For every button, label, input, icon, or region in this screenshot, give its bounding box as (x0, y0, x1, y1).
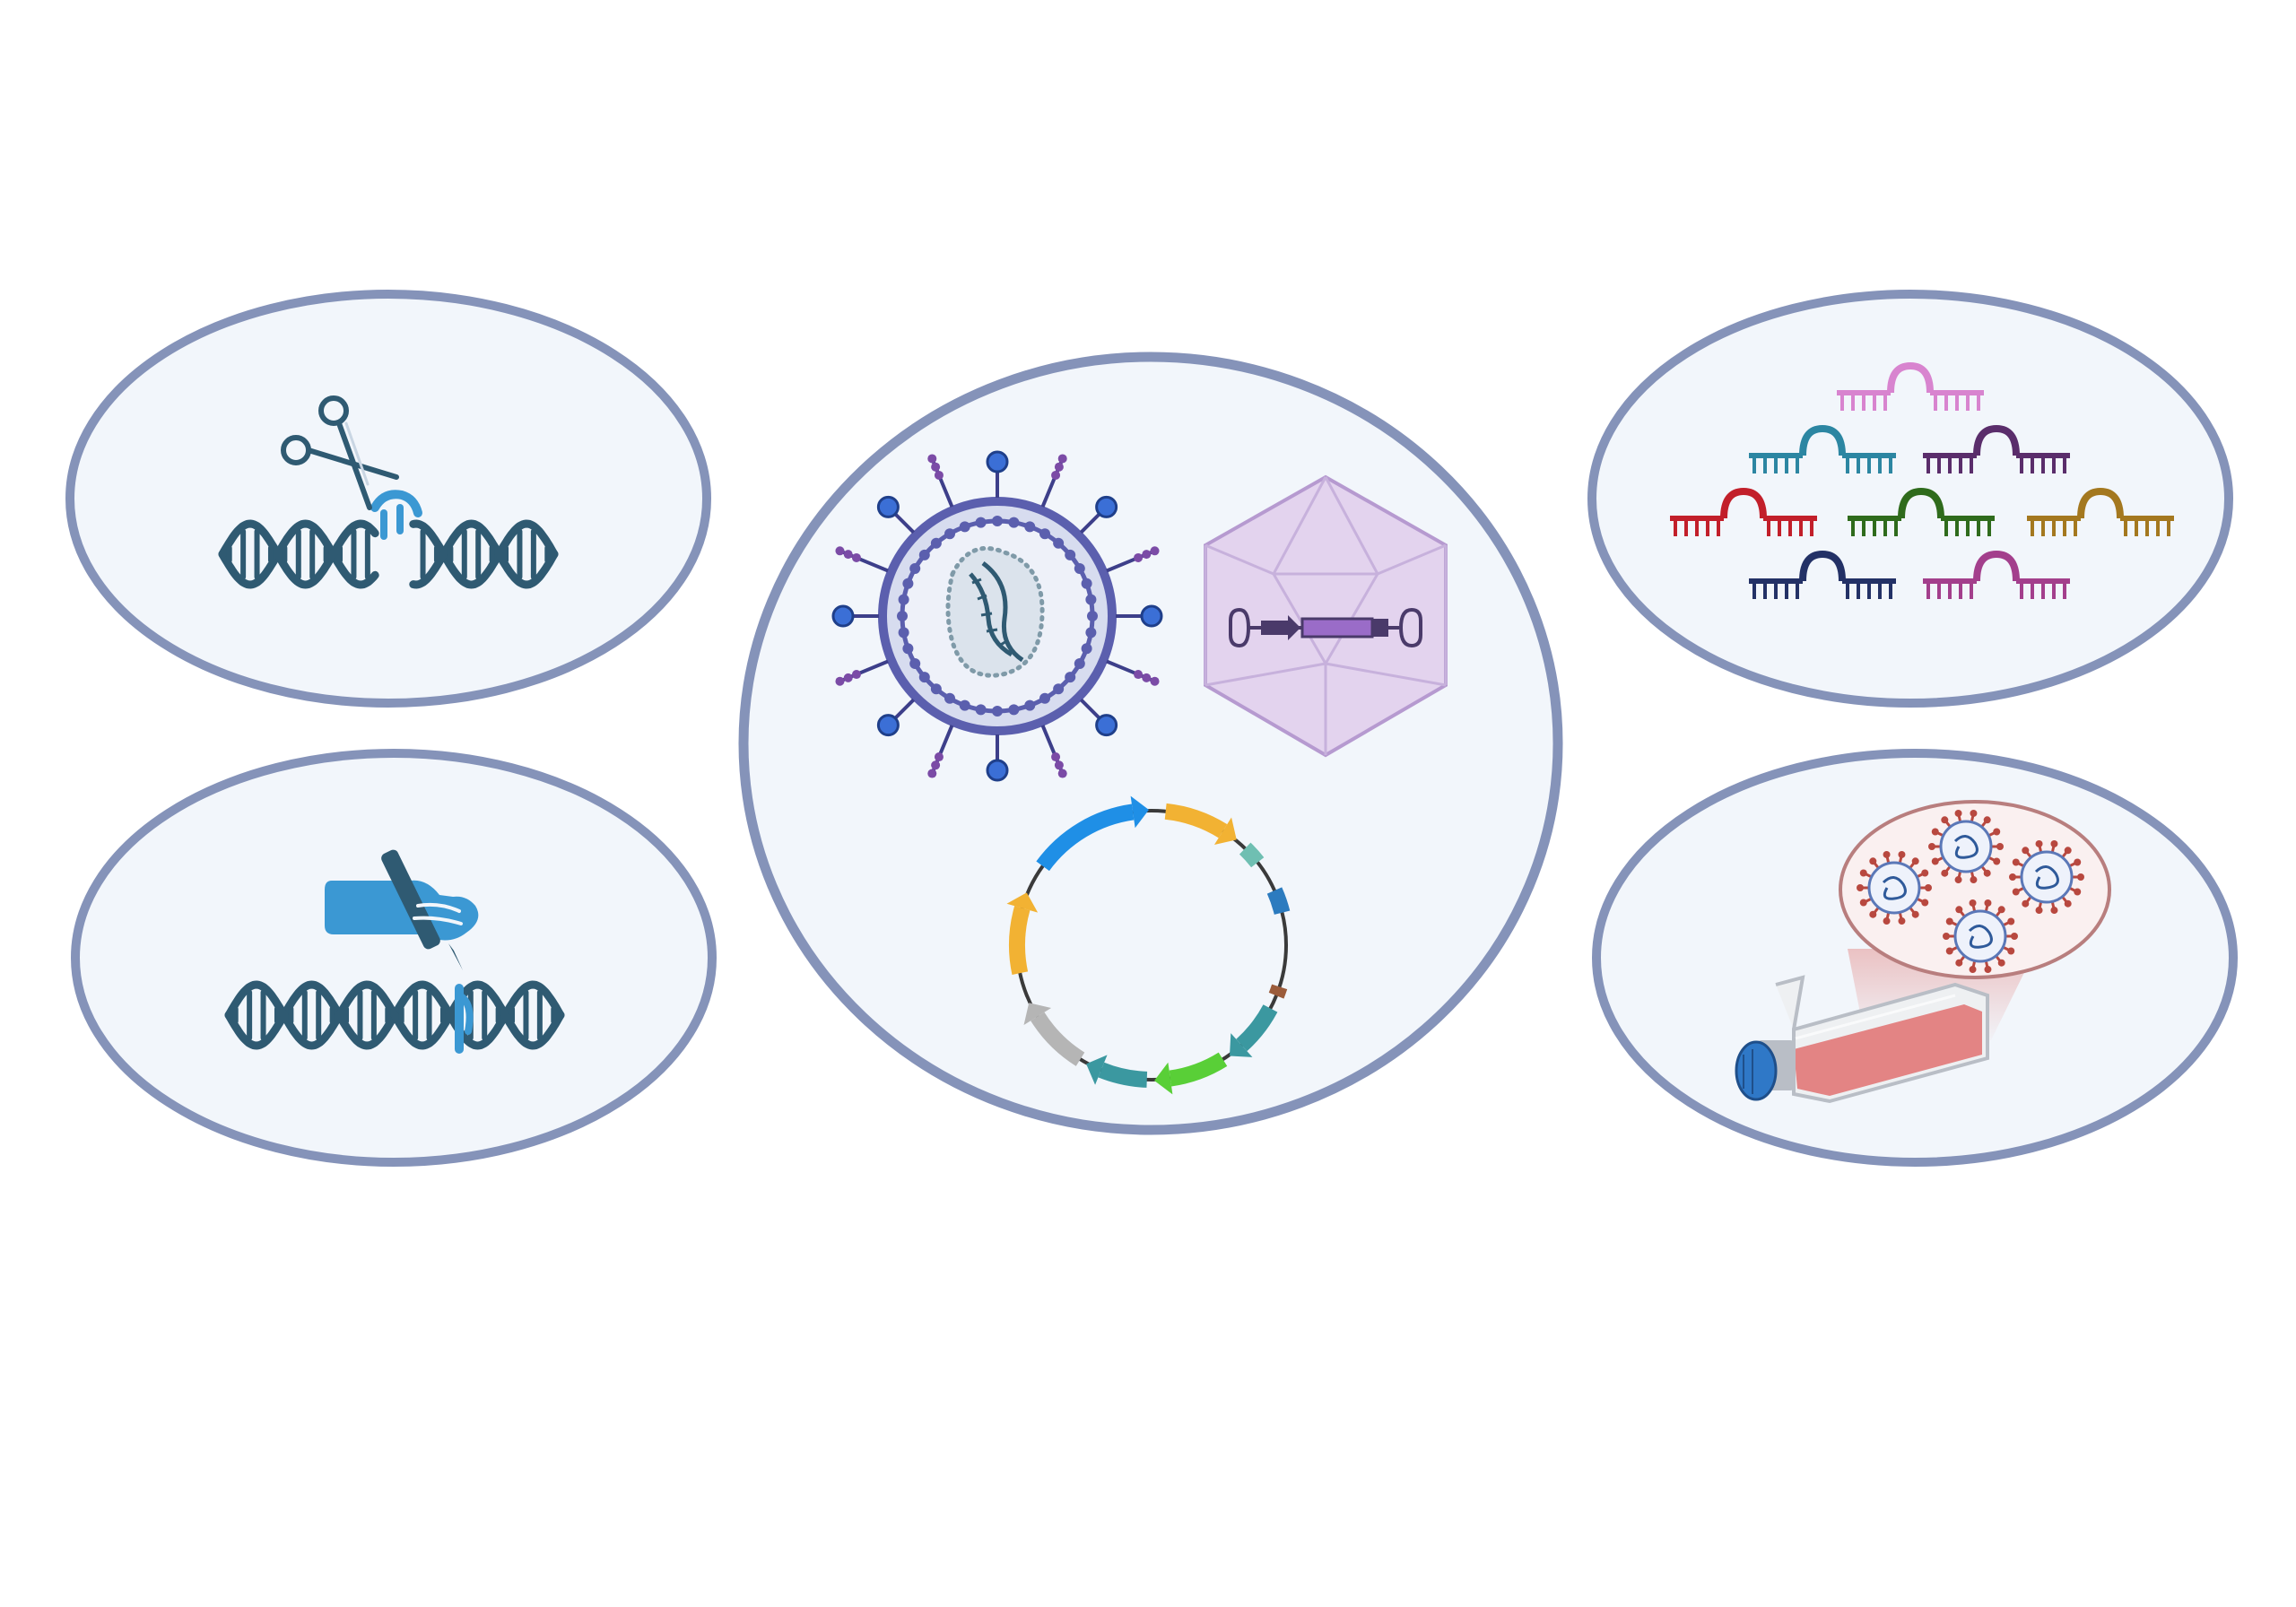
lentivirus-icon (831, 450, 1163, 782)
guide-rna-icons (1670, 361, 2174, 599)
panel-virus-culture (1592, 749, 2238, 1167)
plasmid-icon (1006, 795, 1291, 1095)
panel-delivery-vectors (738, 352, 1563, 1135)
culture-flask-icon (1735, 975, 1989, 1104)
hand-pen-icon (325, 849, 479, 970)
guide-rna-icon (1923, 550, 2070, 599)
scissors-icon (281, 395, 399, 510)
transgene-cassette-icon (1229, 608, 1422, 647)
guide-rna-icon (1837, 361, 1984, 411)
panel-ellipse (738, 352, 1563, 1135)
guide-rna-icon (1749, 424, 1896, 473)
cut-fragment-icon (370, 490, 422, 540)
guide-rna-icon (1923, 424, 2070, 473)
panel-gene-edit (71, 749, 717, 1167)
virion-icon (2009, 839, 2084, 915)
magnified-view-icon (1839, 800, 2111, 1040)
panel-ellipse (71, 749, 717, 1167)
aav-capsid-icon (1204, 474, 1448, 758)
panel-guide-rna-library (1587, 290, 2233, 708)
dna-helix-icon (218, 519, 559, 589)
edited-base-icon (455, 984, 474, 1054)
dna-helix-icon (224, 980, 565, 1050)
guide-rna-icon (1670, 487, 1817, 536)
guide-rna-icon (1749, 550, 1896, 599)
virion-icon (1857, 850, 1932, 925)
guide-rna-icon (1848, 487, 1995, 536)
virion-icon (1943, 899, 2018, 974)
virion-icon (1928, 809, 2004, 884)
guide-rna-icon (2027, 487, 2174, 536)
panel-crispr-cut (65, 290, 711, 708)
